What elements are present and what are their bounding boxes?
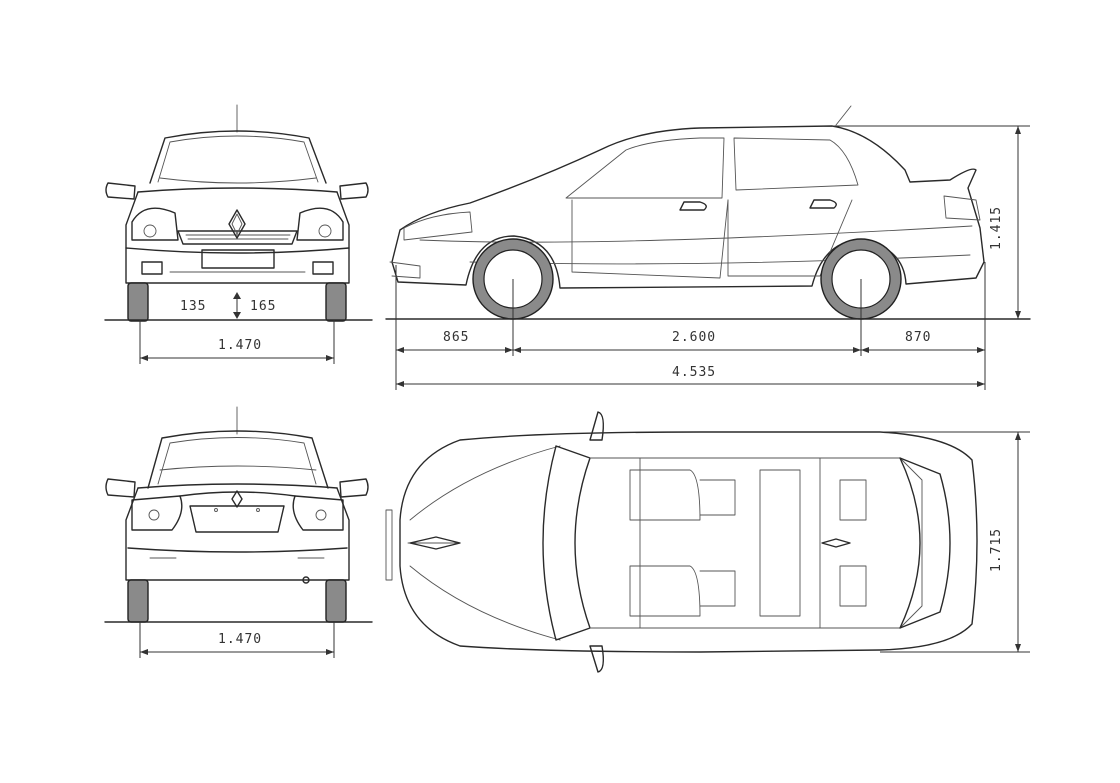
rear-view — [104, 406, 373, 658]
front-track-label: 1.470 — [218, 338, 262, 353]
overall-height-label: 1.415 — [989, 206, 1004, 250]
rear-overhang-label: 870 — [905, 330, 931, 345]
overall-length-label: 4.535 — [672, 365, 716, 380]
clearance-left-label: 135 — [180, 299, 206, 314]
side-view — [385, 105, 1031, 390]
overall-width-label: 1.715 — [989, 528, 1004, 572]
front-overhang-label: 865 — [443, 330, 469, 345]
top-view — [385, 411, 1030, 673]
rear-track-label: 1.470 — [218, 632, 262, 647]
clearance-right-label: 165 — [250, 299, 276, 314]
wheelbase-label: 2.600 — [672, 330, 716, 345]
front-view — [104, 104, 373, 364]
